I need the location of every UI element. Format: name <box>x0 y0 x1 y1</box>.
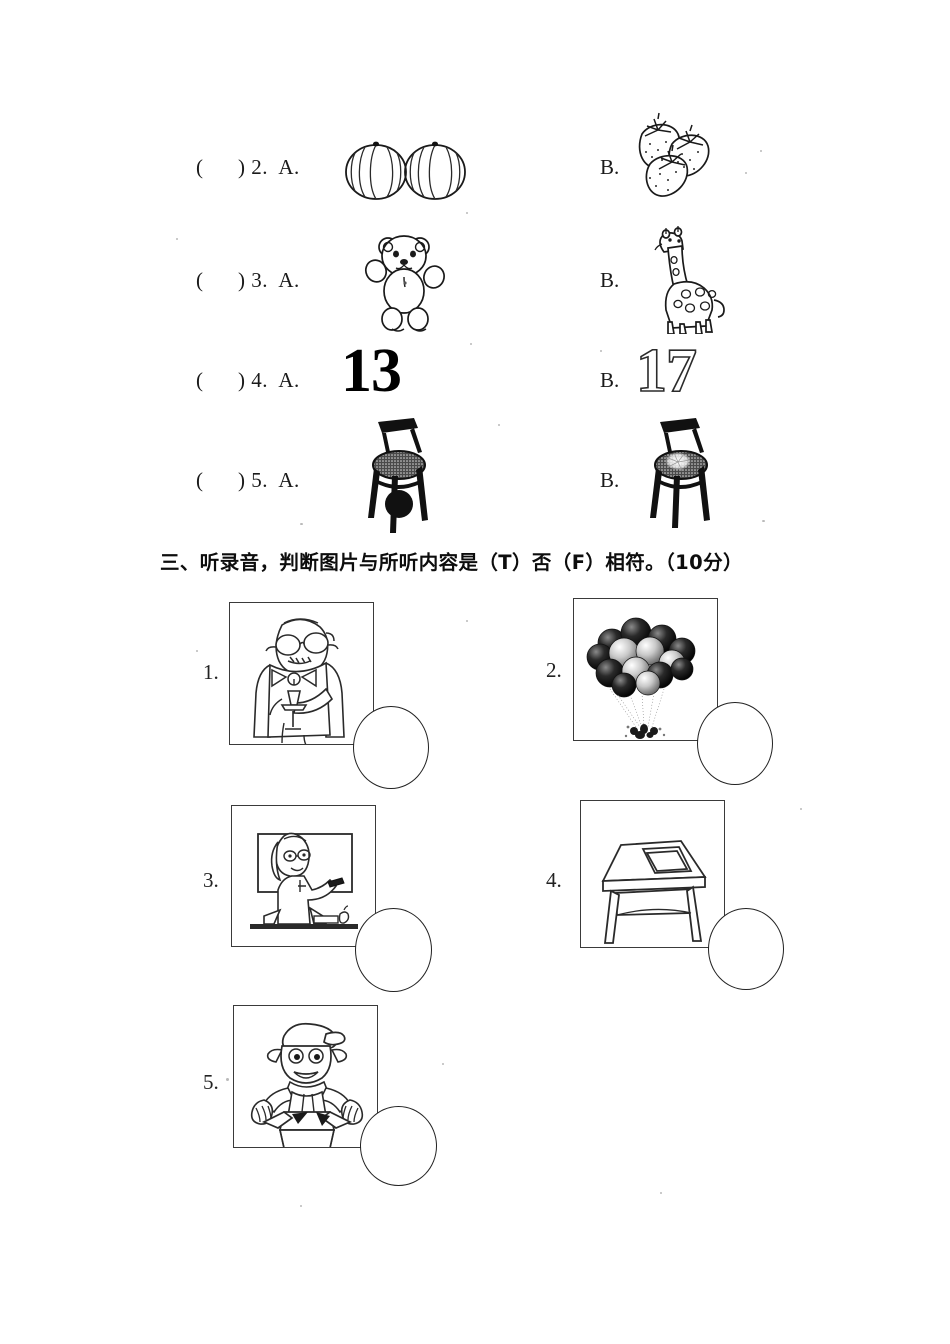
chair-picture <box>634 418 726 528</box>
scan-speck <box>800 808 802 810</box>
tf-answer-circle-1[interactable] <box>353 706 429 789</box>
tf-picture-box-4 <box>580 800 725 948</box>
scan-speck <box>600 350 602 352</box>
scan-speck <box>660 1192 662 1194</box>
scan-speck <box>210 885 212 887</box>
scan-speck <box>300 1205 302 1207</box>
three-strawberries-picture <box>628 112 738 204</box>
mc-option-a-value-4: 13 <box>341 337 402 405</box>
scan-speck <box>466 212 468 214</box>
tf-answer-circle-4[interactable] <box>708 908 784 990</box>
giraffe-picture <box>638 222 738 334</box>
scan-speck <box>442 1063 444 1065</box>
scan-speck <box>466 620 468 622</box>
tf-item-number-5: 5. <box>203 1070 219 1094</box>
mc-stem-3[interactable]: ( ) 3. A. <box>196 268 300 292</box>
tf-picture-box-3 <box>231 805 376 947</box>
desk-with-book-picture <box>601 840 707 944</box>
tf-item-number-4: 4. <box>546 868 562 892</box>
tf-answer-circle-5[interactable] <box>360 1106 437 1186</box>
tf-item-number-2: 2. <box>546 658 562 682</box>
scan-speck <box>196 650 198 652</box>
tf-picture-box-2 <box>573 598 718 741</box>
bunch-of-balloons-picture <box>586 617 696 739</box>
teddy-bear-picture <box>348 225 456 333</box>
scan-speck <box>470 343 472 345</box>
tf-item-number-1: 1. <box>203 660 219 684</box>
two-watermelons-picture <box>343 136 468 202</box>
tf-answer-circle-2[interactable] <box>697 702 773 785</box>
scan-speck <box>176 238 178 240</box>
mc-option-b-label-3[interactable]: B. <box>600 268 620 292</box>
scan-speck <box>760 150 762 152</box>
scan-speck <box>226 1078 229 1081</box>
scan-speck <box>745 172 747 174</box>
scan-speck <box>498 424 500 426</box>
chair-with-ball-picture <box>352 418 444 533</box>
tf-item-number-3: 3. <box>203 868 219 892</box>
tf-picture-box-1 <box>229 602 374 745</box>
scan-speck <box>300 523 303 525</box>
scan-speck <box>762 520 765 522</box>
mc-stem-4[interactable]: ( ) 4. A. <box>196 368 300 392</box>
mc-option-b-label-2[interactable]: B. <box>600 155 620 179</box>
tf-answer-circle-3[interactable] <box>355 908 432 992</box>
section-three-heading: 三、听录音，判断图片与所听内容是（T）否（F）相符。（10分） <box>160 551 743 574</box>
mc-stem-5[interactable]: ( ) 5. A. <box>196 468 300 492</box>
tf-picture-box-5 <box>233 1005 378 1148</box>
mc-option-b-label-5[interactable]: B. <box>600 468 620 492</box>
mc-option-b-value-4: 17 <box>635 337 698 405</box>
mc-stem-2[interactable]: ( ) 2. A. <box>196 155 300 179</box>
old-man-with-glasses-picture <box>253 618 345 744</box>
teacher-at-blackboard-picture <box>250 832 358 929</box>
jack-in-the-box-picture <box>250 1022 364 1147</box>
mc-option-b-label-4[interactable]: B. <box>600 368 620 392</box>
